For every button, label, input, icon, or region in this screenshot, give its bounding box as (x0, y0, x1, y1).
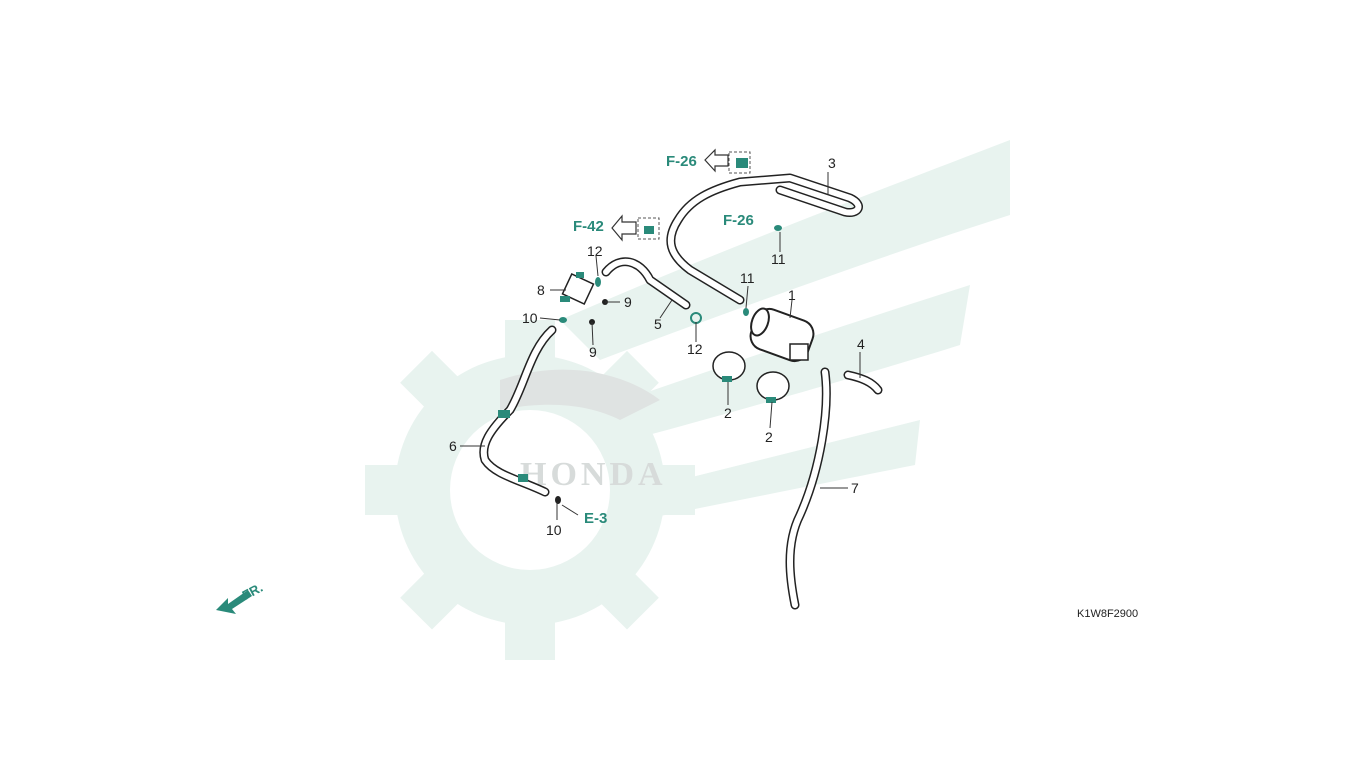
callout-6: 6 (449, 438, 457, 454)
arrow-f42-icon (611, 214, 637, 242)
leader-lines (460, 172, 861, 520)
arrow-f26-top-icon (704, 148, 729, 173)
callout-11a: 11 (740, 270, 755, 286)
callout-2a: 2 (724, 405, 732, 421)
callout-8: 8 (537, 282, 545, 298)
clip-parts (498, 158, 782, 504)
solenoid-valve-8 (560, 272, 595, 306)
hose-4 (843, 370, 883, 395)
front-arrow-icon (216, 590, 252, 614)
callout-10b: 10 (546, 522, 562, 538)
callout-12b: 12 (687, 341, 703, 357)
ref-e3[interactable]: E-3 (584, 510, 607, 527)
callout-7: 7 (851, 480, 859, 496)
hose-6 (479, 325, 557, 497)
canister-1 (749, 307, 815, 363)
ref-f26-top[interactable]: F-26 (666, 153, 697, 170)
diagram-code: K1W8F2900 (1077, 608, 1138, 620)
arrow-e3-icon (561, 504, 579, 516)
clamp-band-2a (712, 351, 746, 382)
hose-5 (601, 257, 691, 310)
hose-7 (785, 367, 831, 610)
watermark-logo: HONDA (365, 140, 1010, 660)
callout-12a: 12 (587, 243, 603, 259)
callout-11b: 11 (771, 251, 786, 267)
callout-4: 4 (857, 336, 865, 352)
ref-f26-mid[interactable]: F-26 (723, 212, 754, 229)
callout-1: 1 (788, 287, 796, 303)
callout-2b: 2 (765, 429, 773, 445)
detail-box-f26 (728, 151, 751, 174)
callout-9a: 9 (624, 294, 632, 310)
callout-9b: 9 (589, 344, 597, 360)
clamp-band-2b (756, 371, 790, 403)
callout-3: 3 (828, 155, 836, 171)
callout-10a: 10 (522, 310, 538, 326)
hose-3 (666, 173, 863, 305)
ref-f42[interactable]: F-42 (573, 218, 604, 235)
detail-box-f42 (637, 217, 660, 240)
callout-5: 5 (654, 316, 662, 332)
